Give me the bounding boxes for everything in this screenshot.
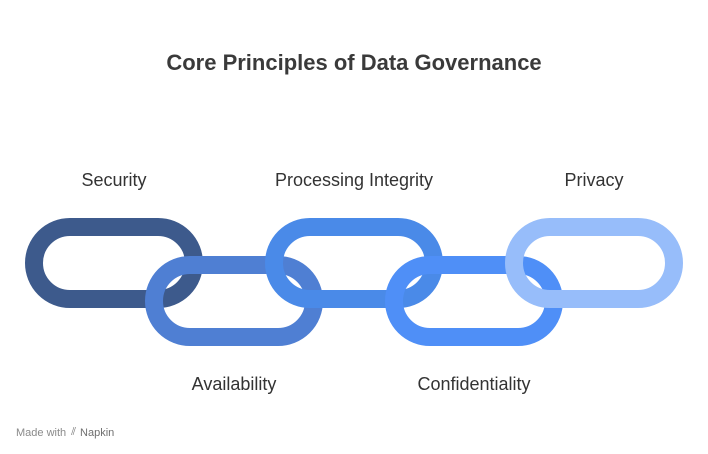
chain-link-privacy bbox=[505, 218, 683, 308]
diagram-title: Core Principles of Data Governance bbox=[166, 50, 542, 75]
made-with-text: Made with bbox=[16, 426, 67, 439]
label-confidentiality: Confidentiality bbox=[417, 374, 531, 394]
napkin-logo-icon: ⫽ bbox=[71, 426, 76, 438]
napkin-brand-text: Napkin bbox=[80, 426, 115, 439]
label-privacy: Privacy bbox=[564, 170, 624, 190]
footer-attribution: Made with ⫽ Napkin bbox=[16, 426, 114, 439]
label-processing-integrity: Processing Integrity bbox=[274, 170, 434, 190]
label-availability: Availability bbox=[191, 374, 277, 394]
label-security: Security bbox=[81, 170, 147, 190]
